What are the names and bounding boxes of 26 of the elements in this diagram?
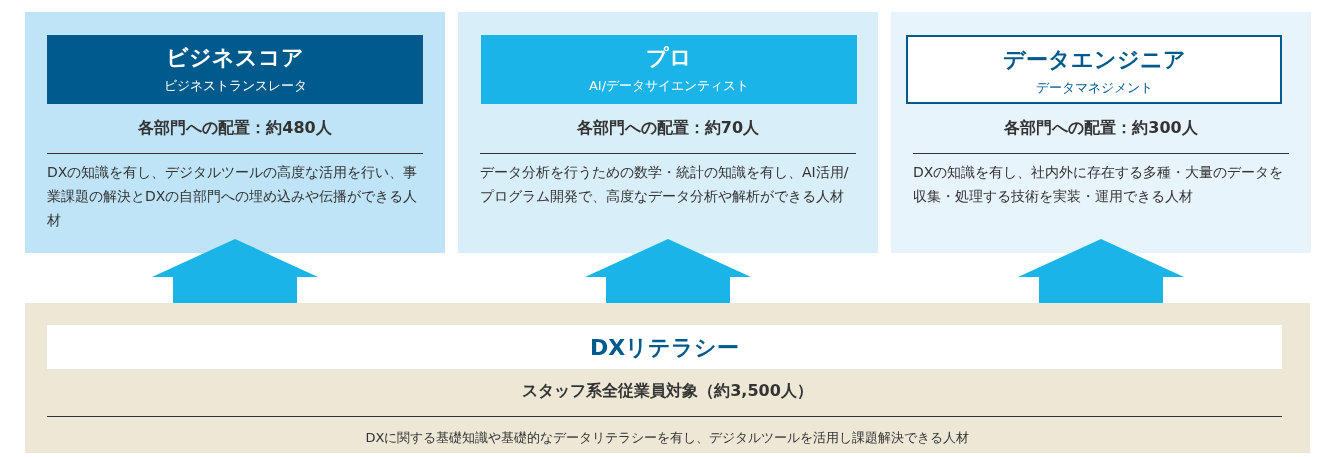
block-arrow bbox=[152, 239, 318, 303]
literacy-description: DXに関する基礎知識や基礎的なデータリテラシーを有し、デジタルツールを活用し課題解決できる人材 bbox=[364, 429, 971, 447]
literacy-title: DXリテラシー bbox=[588, 334, 741, 362]
role-panel bbox=[25, 12, 445, 253]
headcount: 各部門への配置：約70人 bbox=[575, 118, 761, 139]
role-title: データエンジニア bbox=[1001, 46, 1187, 74]
role-description: DXの知識を有し、社内外に存在する多種・大量のデータを収集・処理する技術を実装・運用できる人材 bbox=[913, 163, 1285, 206]
role-description: DXの知識を有し、デジタルツールの高度な活用を行い、事業課題の解決とDXの自部門への埋め込みや伝播ができる人材 bbox=[47, 163, 419, 230]
headcount: スタッフ系全従業員対象（約3,500人） bbox=[521, 381, 814, 402]
headcount: 各部門への配置：約300人 bbox=[1003, 118, 1199, 139]
role-title: ビジネスコア bbox=[165, 44, 305, 72]
role-panel bbox=[458, 12, 878, 253]
role-subtitle: ビジネストランスレータ bbox=[162, 77, 308, 95]
block-arrow bbox=[585, 239, 751, 303]
block-arrow bbox=[1018, 239, 1184, 303]
base-panel bbox=[25, 303, 1310, 453]
role-subtitle: AI/データサイエンティスト bbox=[587, 77, 751, 95]
role-description: データ分析を行うための数学・統計の知識を有し、AI活用/プログラム開発で、高度なデータ分析や解析ができる人材 bbox=[480, 163, 850, 206]
headcount: 各部門への配置：約480人 bbox=[137, 118, 333, 139]
literacy-header bbox=[47, 325, 1282, 369]
role-subtitle: データマネジメント bbox=[1034, 79, 1154, 97]
role-panel bbox=[891, 12, 1311, 253]
role-header bbox=[47, 35, 423, 104]
role-header bbox=[481, 35, 857, 104]
role-header bbox=[906, 35, 1282, 104]
role-title: プロ bbox=[645, 44, 693, 72]
